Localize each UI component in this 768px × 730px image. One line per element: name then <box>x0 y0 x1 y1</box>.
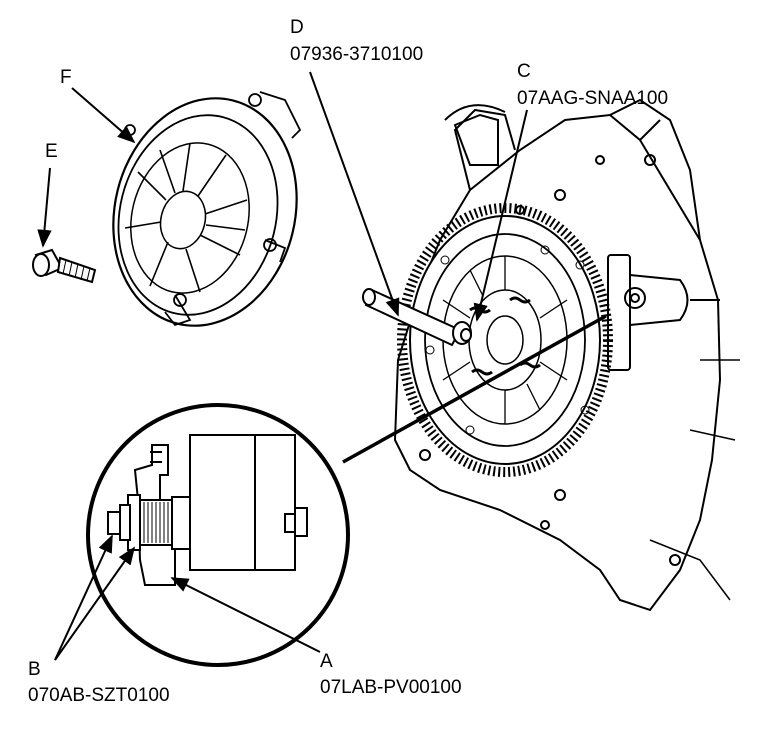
label-C-part-number: 07AAG-SNAA100 <box>517 88 669 109</box>
flywheel <box>397 203 613 477</box>
label-B-letter: B <box>28 659 41 680</box>
leader-lines <box>37 71 528 661</box>
detail-inset <box>86 314 607 667</box>
label-D-part-number: 07936-3710100 <box>290 44 424 65</box>
pressure-plate-F <box>112 91 302 327</box>
label-B-part-number: 070AB-SZT0100 <box>28 685 170 706</box>
label-D-letter: D <box>290 17 304 38</box>
label-A-letter: A <box>320 651 333 672</box>
label-A-part-number: 07LAB-PV00100 <box>320 677 462 698</box>
bolt-E <box>32 248 97 284</box>
label-E-letter: E <box>45 141 58 162</box>
label-F-letter: F <box>60 67 72 88</box>
label-C-letter: C <box>517 61 531 82</box>
